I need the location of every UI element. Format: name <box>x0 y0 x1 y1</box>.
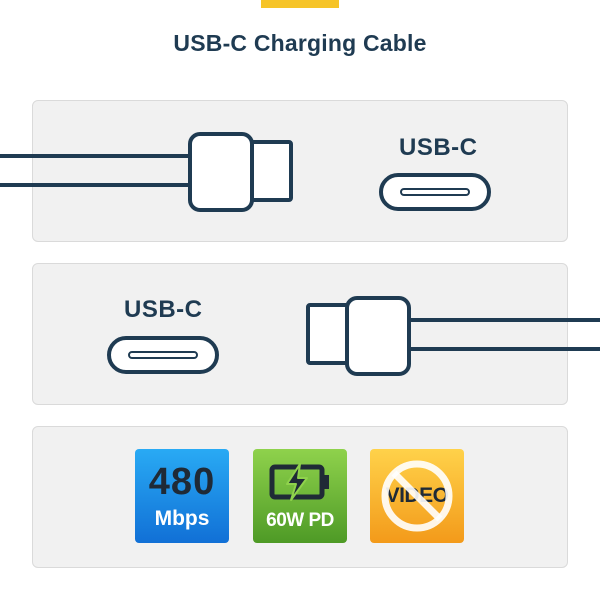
speed-value: 480 <box>148 461 216 503</box>
usb-c-port-icon <box>379 173 491 211</box>
speed-unit: Mbps <box>154 507 210 530</box>
cable-plug-right <box>306 296 600 376</box>
accent-bar <box>261 0 339 8</box>
speed-badge: 480 Mbps <box>135 449 229 543</box>
usb-c-label-1: USB-C <box>399 134 478 161</box>
battery-charging-icon <box>269 463 329 501</box>
power-badge: 60W PD <box>253 449 347 543</box>
connector-panel-2 <box>32 263 568 405</box>
usb-c-label-2: USB-C <box>124 296 203 323</box>
connector-panel-1 <box>32 100 568 242</box>
power-label: 60W PD <box>266 510 334 531</box>
video-badge: VIDEO <box>370 449 464 543</box>
page-title: USB-C Charging Cable <box>173 30 427 56</box>
cable-plug-left <box>0 132 293 212</box>
usb-c-port-icon <box>107 336 219 374</box>
no-video-icon <box>381 460 453 532</box>
